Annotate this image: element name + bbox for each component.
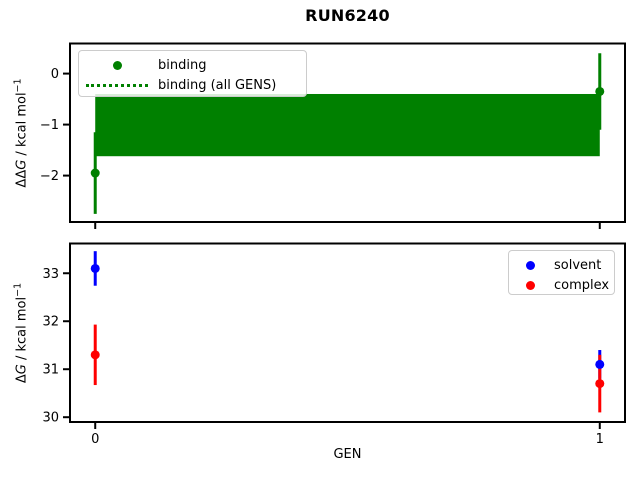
legend-entry-solvent: solvent [509, 255, 614, 275]
legend-entry-binding-all-gens: binding (all GENS) [79, 75, 306, 95]
marker-binding-gen0 [90, 168, 100, 178]
complex-marker-icon [516, 280, 544, 290]
marker-binding-gen1 [595, 86, 605, 96]
x-tick-label: 0 [91, 432, 99, 447]
ylabel-dg-exponent: −1 [12, 282, 24, 297]
legend-binding: binding binding (all GENS) [78, 50, 307, 97]
confidence-band-all-gens [95, 93, 600, 157]
ylabel-dg-unit: / kcal mol [14, 296, 30, 365]
ylabel-ddg-exponent: −1 [12, 78, 24, 93]
legend-dg: solvent complex [508, 250, 615, 295]
solvent-marker-icon [516, 260, 544, 270]
ylabel-ddg-symbol: G [14, 159, 30, 170]
marker-solvent-gen0 [90, 263, 100, 273]
ylabel-ddg-unit: / kcal mol [14, 92, 30, 160]
y-tick-label: 30 [42, 411, 59, 426]
y-axis-label-dg: ΔG / kcal mol−1 [12, 283, 29, 383]
axes-frame-binding-free-energy [69, 42, 626, 223]
legend-label-binding: binding [158, 57, 207, 73]
x-axis-label: GEN [333, 447, 362, 462]
ylabel-dg-prefix: Δ [14, 374, 30, 384]
marker-complex-gen0 [90, 350, 100, 360]
legend-label-solvent: solvent [554, 257, 602, 273]
legend-entry-complex: complex [509, 275, 614, 295]
y-tick-label: 31 [42, 363, 59, 378]
y-tick-label: 32 [42, 315, 59, 330]
ylabel-ddg-prefix: ΔΔ [14, 169, 30, 188]
legend-label-complex: complex [554, 277, 610, 293]
y-axis-label-ddg: ΔΔG / kcal mol−1 [12, 78, 29, 187]
y-tick-label: −2 [40, 169, 59, 184]
marker-solvent-gen1 [595, 359, 605, 369]
y-tick-label: 0 [51, 67, 59, 82]
y-tick-label: 33 [42, 267, 59, 282]
axes-frame-leg-free-energies [69, 242, 626, 423]
dotted-line-icon [86, 83, 148, 87]
legend-entry-binding: binding [79, 55, 306, 75]
x-tick-label: 1 [596, 432, 604, 447]
binding-marker-icon [86, 60, 148, 70]
legend-label-binding-all-gens: binding (all GENS) [158, 77, 277, 93]
ylabel-dg-symbol: G [14, 364, 30, 375]
marker-complex-gen1 [595, 379, 605, 389]
y-tick-label: −1 [40, 118, 59, 133]
plot-title: RUN6240 [305, 6, 390, 25]
